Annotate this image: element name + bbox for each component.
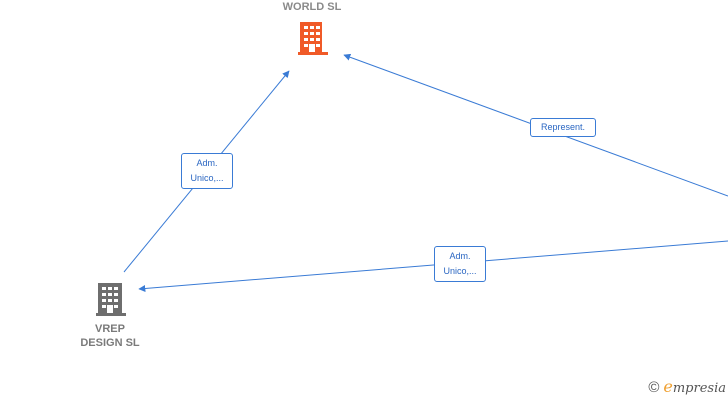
- edge-label-line: Unico,...: [443, 266, 477, 276]
- edge-line-right-to-vrep: [138, 240, 728, 292]
- edge-label-line: Adm.: [196, 158, 218, 168]
- node-label-vrep[interactable]: VREP DESIGN SL: [60, 322, 160, 350]
- edge-label-line: Adm.: [449, 251, 471, 261]
- edge-label-right-to-vrep[interactable]: Adm. Unico,...: [434, 246, 486, 282]
- building-icon[interactable]: [96, 283, 126, 316]
- node-label-world[interactable]: WORLD SL: [262, 0, 362, 14]
- node-label-line: WORLD SL: [282, 1, 342, 13]
- node-label-line: VREP: [95, 323, 125, 335]
- brand-logo-letter: e: [663, 377, 673, 396]
- edge-label-line: Unico,...: [190, 173, 224, 183]
- brand-name: mpresia: [672, 381, 726, 396]
- node-label-line: DESIGN SL: [80, 337, 140, 349]
- edge-label-vrep-to-world[interactable]: Adm. Unico,...: [181, 153, 233, 189]
- edge-label-right-to-world[interactable]: Represent.: [530, 118, 596, 137]
- building-icon[interactable]: [298, 22, 328, 55]
- brand-watermark: ©empresia: [648, 377, 726, 396]
- edge-label-line: Represent.: [540, 122, 586, 132]
- copyright-icon: ©: [648, 379, 660, 396]
